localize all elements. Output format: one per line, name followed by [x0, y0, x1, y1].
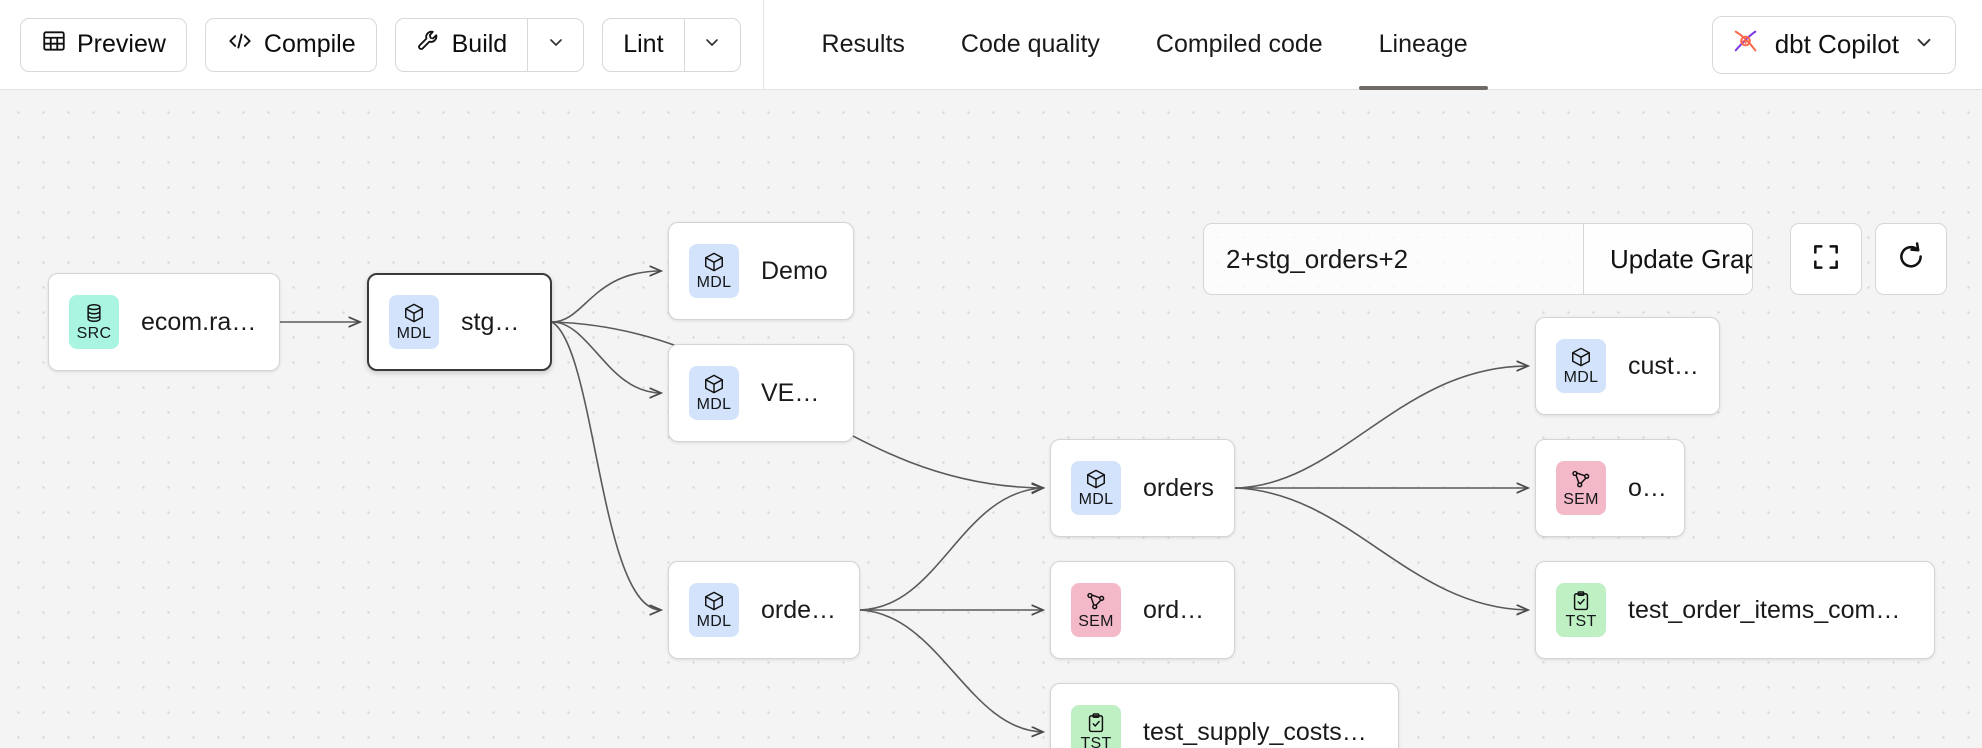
- node-label: customers: [1628, 351, 1699, 380]
- badge-text: TST: [1080, 734, 1112, 748]
- build-button[interactable]: Build: [396, 19, 528, 71]
- lint-label: Lint: [623, 30, 664, 58]
- badge-text: TST: [1565, 612, 1597, 630]
- lineage-node-orders-semantic[interactable]: SEM orders: [1535, 439, 1685, 537]
- badge-text: MDL: [696, 273, 732, 291]
- lineage-node-orders-model[interactable]: MDL orders: [1050, 439, 1235, 537]
- node-type-badge-mdl: MDL: [1556, 339, 1606, 393]
- chevron-down-icon: [1913, 29, 1935, 60]
- tab-lineage-label: Lineage: [1378, 30, 1468, 58]
- wrench-icon: [416, 28, 442, 61]
- compile-label: Compile: [263, 30, 356, 58]
- lineage-node-ecom-raw-orders[interactable]: SRC ecom.raw_orders: [48, 273, 280, 371]
- node-type-badge-mdl: MDL: [689, 366, 739, 420]
- badge-text: MDL: [696, 395, 732, 413]
- badge-text: MDL: [1563, 368, 1599, 386]
- node-label: Demo: [761, 256, 828, 285]
- update-graph-button[interactable]: Update Graph: [1583, 224, 1752, 294]
- clipboard-check-icon: [1085, 712, 1107, 734]
- cube-icon: [403, 302, 425, 324]
- toolbar-divider: [762, 0, 764, 90]
- cube-icon: [1085, 468, 1107, 490]
- node-type-badge-sem: SEM: [1556, 461, 1606, 515]
- badge-text: SRC: [76, 324, 112, 342]
- database-icon: [83, 302, 105, 324]
- badge-text: MDL: [396, 324, 432, 342]
- cube-icon: [703, 373, 725, 395]
- tab-lineage[interactable]: Lineage: [1351, 0, 1496, 90]
- toolbar-right: dbt Copilot: [1711, 15, 1982, 74]
- node-label: test_order_items_compute_to_bools_c…: [1628, 595, 1914, 624]
- build-label: Build: [451, 30, 508, 58]
- top-toolbar: Preview Compile Build: [0, 0, 1982, 90]
- lineage-selector-input[interactable]: [1204, 224, 1583, 294]
- node-type-badge-src: SRC: [69, 295, 119, 349]
- node-label: test_supply_costs_sum_correctly: [1143, 717, 1378, 746]
- lineage-node-customers[interactable]: MDL customers: [1535, 317, 1720, 415]
- tab-results-label: Results: [821, 30, 905, 58]
- badge-text: MDL: [696, 612, 732, 630]
- node-label: order_items: [761, 595, 839, 624]
- node-label: orders: [1628, 473, 1664, 502]
- compile-button[interactable]: Compile: [204, 17, 377, 72]
- dbt-copilot-label: dbt Copilot: [1774, 29, 1899, 59]
- node-label: ecom.raw_orders: [141, 307, 259, 336]
- cube-icon: [1570, 346, 1592, 368]
- build-dropdown-toggle[interactable]: [527, 18, 583, 71]
- lint-dropdown-toggle[interactable]: [683, 18, 740, 71]
- tab-compiled-code[interactable]: Compiled code: [1128, 0, 1351, 90]
- refresh-graph-button[interactable]: [1875, 223, 1947, 295]
- dbt-copilot-button[interactable]: dbt Copilot: [1711, 15, 1956, 74]
- build-split-button: Build: [394, 17, 585, 72]
- fit-view-button[interactable]: [1790, 223, 1862, 295]
- code-brackets-icon: [226, 28, 254, 61]
- node-label: stg_orders: [461, 307, 530, 336]
- node-label: order_item: [1143, 595, 1214, 624]
- badge-text: MDL: [1078, 490, 1114, 508]
- preview-button[interactable]: Preview: [20, 17, 187, 72]
- update-graph-label: Update Graph: [1610, 243, 1752, 274]
- badge-text: SEM: [1563, 490, 1599, 508]
- lint-split-button: Lint: [602, 17, 741, 72]
- node-type-badge-sem: SEM: [1071, 583, 1121, 637]
- node-type-badge-mdl: MDL: [1071, 461, 1121, 515]
- lineage-canvas[interactable]: SRC ecom.raw_orders MDL stg_orders MDL: [0, 90, 1982, 748]
- lineage-node-test-supply-costs[interactable]: TST test_supply_costs_sum_correctly: [1050, 683, 1399, 748]
- lineage-node-test-order-items[interactable]: TST test_order_items_compute_to_bools_c…: [1535, 561, 1935, 659]
- node-type-badge-mdl: MDL: [689, 583, 739, 637]
- tab-code-quality[interactable]: Code quality: [933, 0, 1128, 90]
- tab-results[interactable]: Results: [794, 0, 933, 90]
- toolbar-actions: Preview Compile Build: [0, 0, 741, 89]
- lint-button[interactable]: Lint: [603, 19, 683, 71]
- semantic-graph-icon: [1085, 590, 1107, 612]
- node-type-badge-tst: TST: [1071, 705, 1121, 748]
- semantic-graph-icon: [1570, 468, 1592, 490]
- refresh-icon: [1895, 241, 1927, 278]
- cube-icon: [703, 590, 725, 612]
- node-label: VE_Demo: [761, 378, 833, 407]
- lineage-node-order-items[interactable]: MDL order_items: [668, 561, 860, 659]
- chevron-down-icon: [702, 32, 722, 57]
- tab-bar: Results Code quality Compiled code Linea…: [794, 0, 1496, 90]
- table-icon: [41, 28, 67, 61]
- dbt-copilot-icon: [1731, 26, 1761, 63]
- lineage-node-stg-orders[interactable]: MDL stg_orders: [367, 273, 552, 371]
- preview-label: Preview: [77, 30, 166, 58]
- chevron-down-icon: [546, 32, 566, 57]
- lineage-node-demo[interactable]: MDL Demo: [668, 222, 854, 320]
- node-type-badge-tst: TST: [1556, 583, 1606, 637]
- lineage-node-order-item-semantic[interactable]: SEM order_item: [1050, 561, 1235, 659]
- clipboard-check-icon: [1570, 590, 1592, 612]
- tab-compiled-code-label: Compiled code: [1155, 30, 1323, 58]
- node-type-badge-mdl: MDL: [689, 244, 739, 298]
- lineage-node-ve-demo[interactable]: MDL VE_Demo: [668, 344, 854, 442]
- lineage-selector-bar: Update Graph: [1203, 223, 1753, 295]
- tab-code-quality-label: Code quality: [960, 30, 1100, 58]
- badge-text: SEM: [1078, 612, 1114, 630]
- node-type-badge-mdl: MDL: [389, 295, 439, 349]
- fullscreen-icon: [1810, 241, 1842, 278]
- node-label: orders: [1143, 473, 1214, 502]
- cube-icon: [703, 251, 725, 273]
